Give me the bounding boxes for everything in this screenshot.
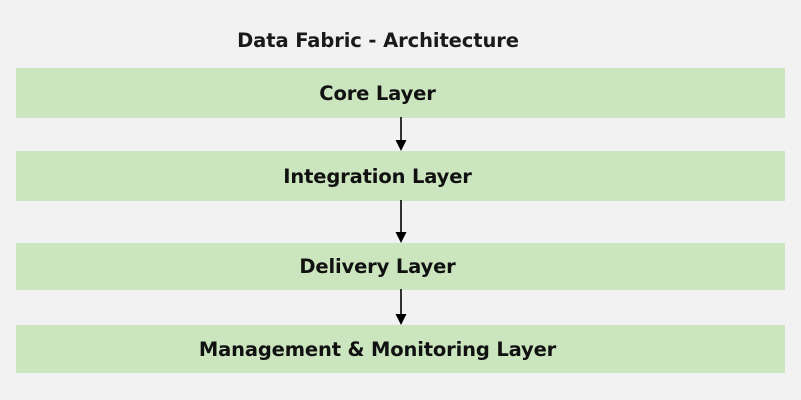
layer-box-core[interactable]: Core Layer (16, 68, 785, 118)
layer-box-integration[interactable]: Integration Layer (16, 151, 785, 201)
layer-box-delivery[interactable]: Delivery Layer (16, 243, 785, 290)
layer-label: Management & Monitoring Layer (198, 337, 557, 361)
layer-label: Delivery Layer (299, 255, 456, 278)
layer-label: Integration Layer (283, 164, 472, 188)
arrow-down-icon (385, 200, 417, 244)
layer-box-management-monitoring[interactable]: Management & Monitoring Layer (16, 325, 785, 373)
arrow-down-icon (385, 117, 417, 152)
page-title: Data Fabric - Architecture (237, 29, 519, 52)
arrow-down-icon (385, 289, 417, 326)
layer-label: Core Layer (319, 81, 436, 105)
